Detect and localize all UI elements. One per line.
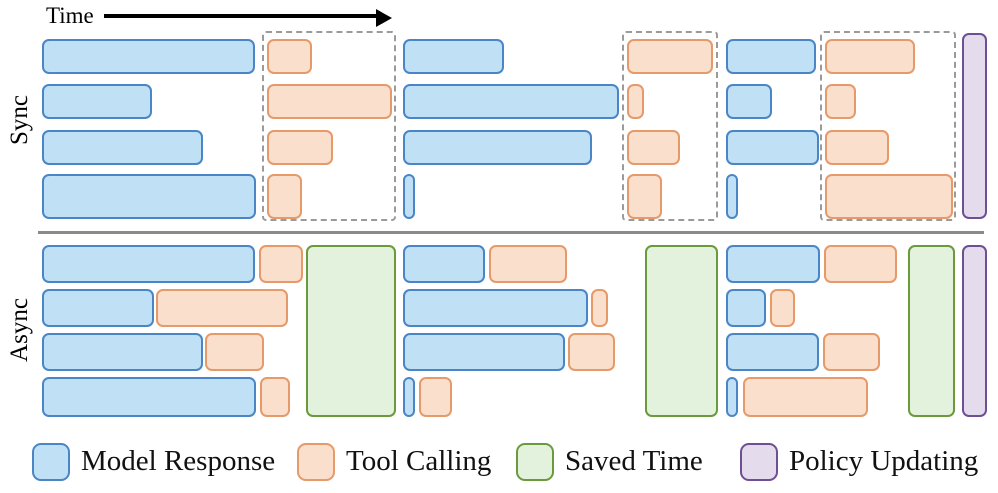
- saved-time-block: [306, 245, 396, 417]
- sync-group-box: [262, 31, 396, 221]
- legend-label-model: Model Response: [81, 445, 276, 477]
- model-response-bar: [42, 289, 154, 327]
- tool-calling-bar: [825, 174, 953, 219]
- legend-label-policy: Policy Updating: [789, 445, 979, 477]
- legend-swatch-saved: [516, 442, 554, 481]
- saved-time-block: [908, 245, 955, 417]
- tool-calling-bar: [267, 84, 392, 119]
- tool-calling-bar: [591, 289, 608, 327]
- band-label-async: Async: [6, 298, 33, 362]
- tool-calling-bar: [823, 333, 880, 371]
- model-response-bar: [403, 245, 485, 283]
- tool-calling-bar: [267, 174, 302, 219]
- band-label-sync: Sync: [6, 95, 33, 145]
- legend-swatch-policy: [740, 442, 778, 481]
- legend-swatch-model: [32, 442, 70, 481]
- tool-calling-bar: [743, 377, 868, 417]
- time-arrow-line: [104, 14, 376, 18]
- policy-updating-bar: [962, 33, 987, 219]
- model-response-bar: [403, 130, 592, 165]
- tool-calling-bar: [267, 130, 333, 165]
- legend-item-saved: Saved Time: [516, 430, 703, 493]
- policy-updating-bar: [962, 245, 987, 417]
- tool-calling-bar: [825, 130, 889, 165]
- model-response-bar: [403, 84, 619, 119]
- legend-label-saved: Saved Time: [565, 445, 703, 477]
- legend-label-tool: Tool Calling: [346, 445, 492, 477]
- legend-swatch-tool: [297, 442, 335, 481]
- model-response-bar: [726, 289, 766, 327]
- model-response-bar: [403, 289, 588, 327]
- tool-calling-bar: [260, 377, 290, 417]
- model-response-bar: [42, 377, 256, 417]
- tool-calling-bar: [770, 289, 795, 327]
- model-response-bar: [726, 245, 820, 283]
- model-response-bar: [42, 130, 203, 165]
- tool-calling-bar: [267, 39, 312, 74]
- legend-item-tool: Tool Calling: [297, 430, 491, 493]
- model-response-bar: [42, 245, 255, 283]
- model-response-bar: [42, 174, 256, 219]
- tool-calling-bar: [825, 39, 915, 74]
- tool-calling-bar: [825, 84, 856, 119]
- model-response-bar: [726, 377, 738, 417]
- tool-calling-bar: [627, 39, 713, 74]
- band-separator: [38, 231, 984, 234]
- legend-item-policy: Policy Updating: [740, 430, 978, 493]
- model-response-bar: [726, 333, 819, 371]
- tool-calling-bar: [568, 333, 615, 371]
- model-response-bar: [403, 174, 415, 219]
- tool-calling-bar: [627, 130, 680, 165]
- time-arrow-head-icon: [376, 9, 392, 27]
- tool-calling-bar: [156, 289, 288, 327]
- model-response-bar: [403, 39, 504, 74]
- saved-time-block: [645, 245, 718, 417]
- tool-calling-bar: [627, 84, 644, 119]
- sync-group-box: [622, 31, 718, 221]
- legend-item-model: Model Response: [32, 430, 275, 493]
- model-response-bar: [726, 39, 816, 74]
- model-response-bar: [42, 84, 152, 119]
- model-response-bar: [726, 84, 772, 119]
- legend: Model Response Tool Calling Saved Time Poli…: [0, 430, 998, 493]
- time-axis-label: Time: [46, 3, 94, 28]
- tool-calling-bar: [259, 245, 303, 283]
- tool-calling-bar: [489, 245, 567, 283]
- model-response-bar: [403, 377, 415, 417]
- tool-calling-bar: [419, 377, 452, 417]
- tool-calling-bar: [627, 174, 662, 219]
- model-response-bar: [42, 333, 203, 371]
- model-response-bar: [403, 333, 565, 371]
- model-response-bar: [726, 130, 819, 165]
- sync-group-box: [820, 31, 956, 221]
- tool-calling-bar: [205, 333, 264, 371]
- tool-calling-bar: [824, 245, 897, 283]
- model-response-bar: [42, 39, 255, 74]
- model-response-bar: [726, 174, 738, 219]
